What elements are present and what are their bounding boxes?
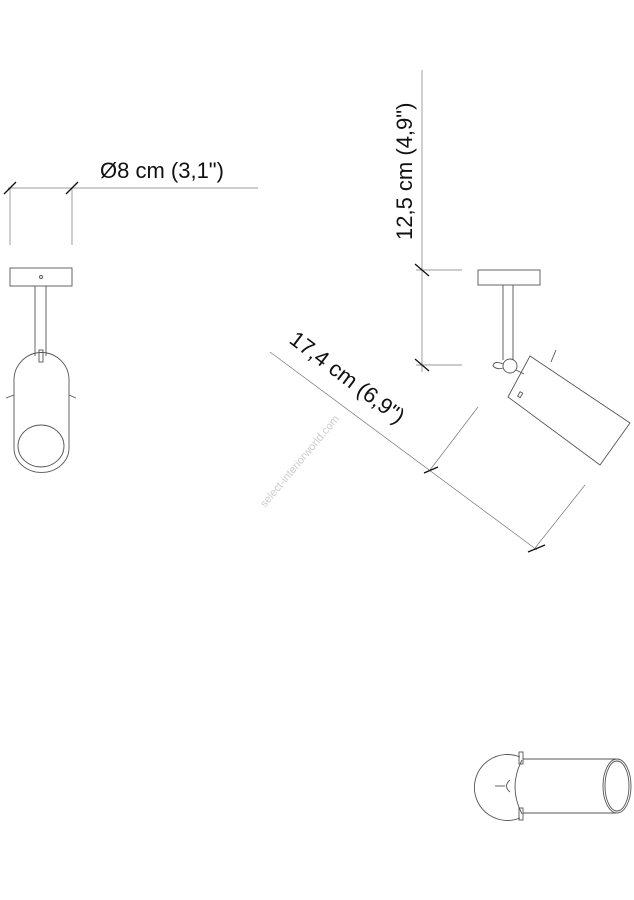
lamp-opening bbox=[602, 758, 632, 814]
height-label: 12,5 cm (4,9") bbox=[392, 103, 417, 240]
side-view: 12,5 cm (4,9") 17,4 cm (6,9") select-int… bbox=[258, 70, 631, 553]
length-dimension-line bbox=[269, 351, 538, 551]
lamp-body bbox=[507, 355, 631, 466]
top-view bbox=[473, 751, 632, 821]
pivot-joint bbox=[502, 358, 518, 374]
watermark: select-interiorworld.com bbox=[258, 413, 342, 510]
front-view: Ø8 cm (3,1") bbox=[3, 158, 258, 473]
lamp-body bbox=[13, 352, 70, 473]
diameter-label: Ø8 cm (3,1") bbox=[100, 158, 224, 183]
canopy bbox=[9, 267, 73, 287]
canopy-hemisphere bbox=[473, 754, 521, 821]
canopy bbox=[477, 269, 541, 286]
